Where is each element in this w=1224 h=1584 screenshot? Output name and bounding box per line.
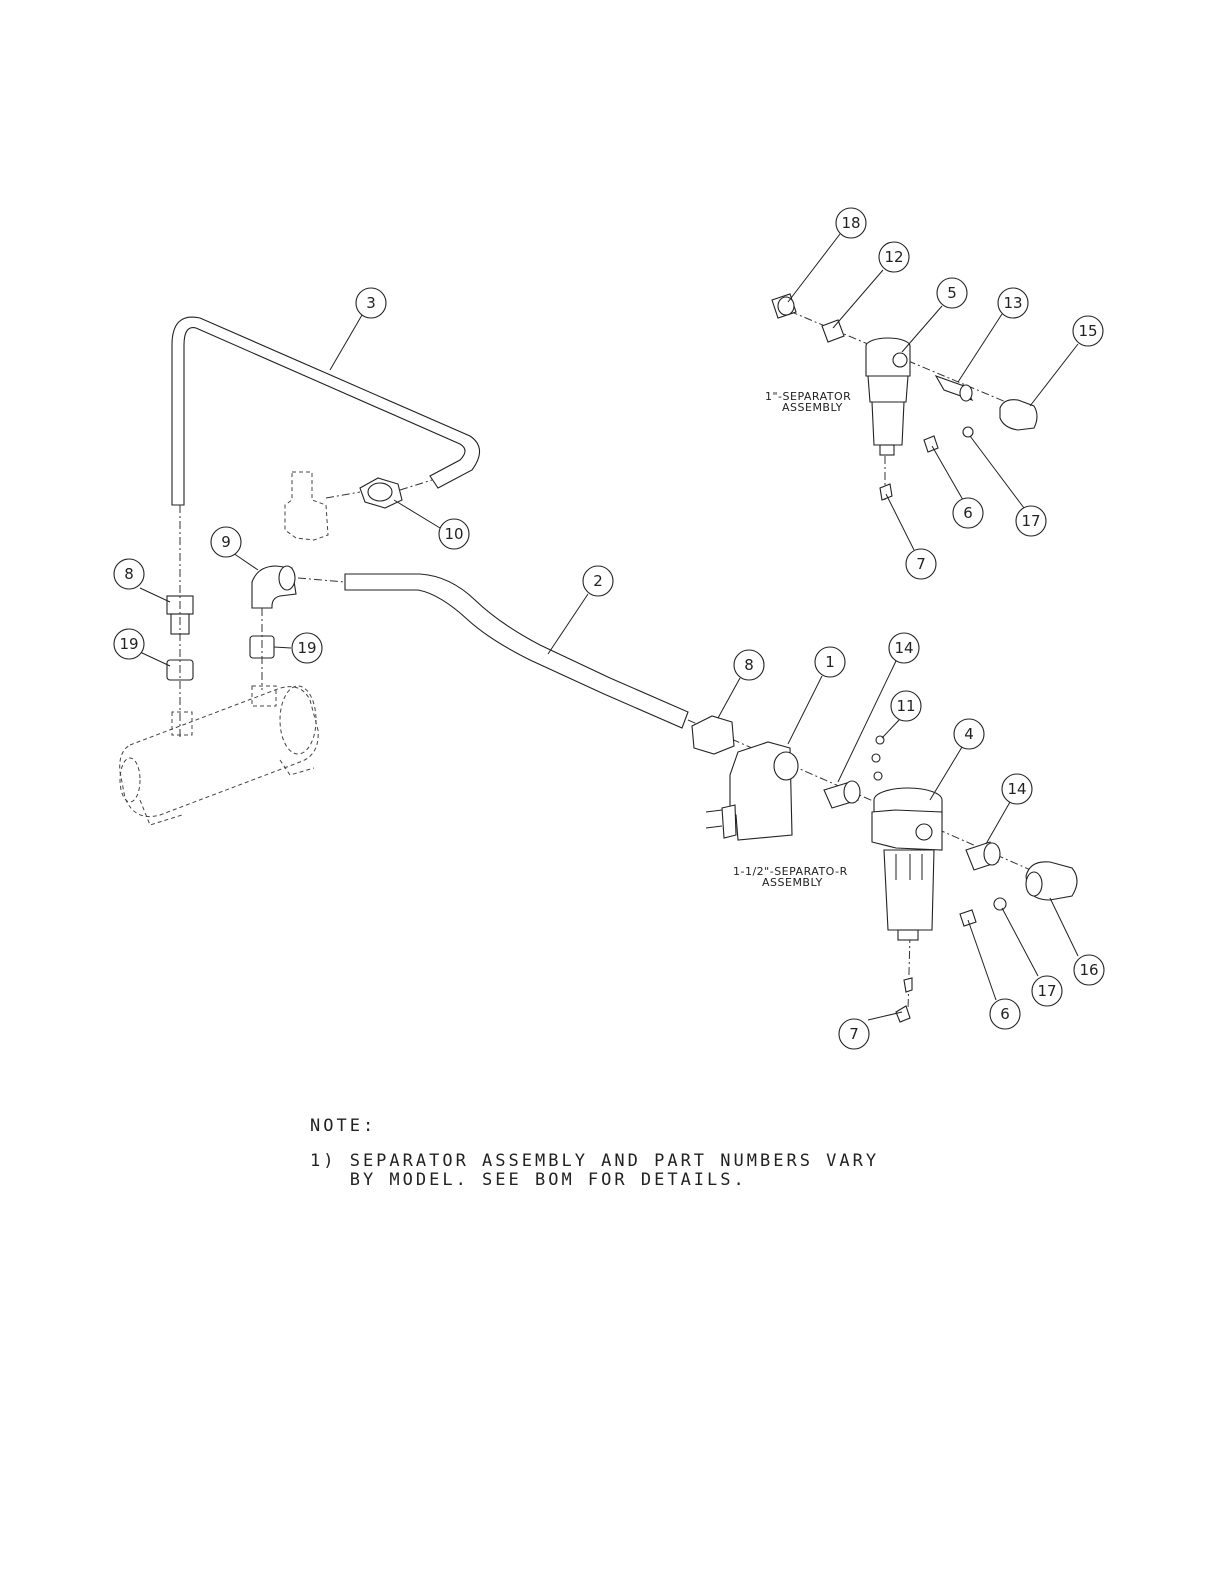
svg-text:16: 16: [1079, 961, 1098, 979]
balloon-8-left: 8: [114, 559, 144, 589]
balloon-10: 10: [439, 519, 469, 549]
plug-17-lower: [994, 898, 1006, 910]
balloon-1: 1: [815, 647, 845, 677]
svg-text:7: 7: [916, 555, 926, 573]
fitting-7-upper: [880, 484, 892, 500]
note-heading: NOTE:: [310, 1116, 376, 1136]
elbow-16: [1026, 862, 1077, 900]
balloon-6-lower: 6: [990, 999, 1020, 1029]
svg-text:10: 10: [444, 525, 463, 543]
svg-text:8: 8: [744, 656, 754, 674]
svg-text:2: 2: [593, 572, 603, 590]
balloon-12: 12: [879, 242, 909, 272]
note-line-1: 1) SEPARATOR ASSEMBLY AND PART NUMBERS V…: [310, 1151, 879, 1171]
svg-text:19: 19: [297, 639, 316, 657]
balloon-19-left: 19: [114, 629, 144, 659]
screws-11: [872, 736, 884, 780]
balloon-7-lower: 7: [839, 1019, 869, 1049]
svg-text:7: 7: [849, 1025, 859, 1043]
plug-17-upper: [963, 427, 973, 437]
svg-text:17: 17: [1021, 512, 1040, 530]
balloon-9: 9: [211, 527, 241, 557]
balloon-11: 11: [891, 691, 921, 721]
elbow-9: [252, 566, 296, 608]
svg-text:18: 18: [841, 214, 860, 232]
balloon-18: 18: [836, 208, 866, 238]
svg-text:12: 12: [884, 248, 903, 266]
svg-text:19: 19: [119, 635, 138, 653]
svg-text:13: 13: [1003, 294, 1022, 312]
hidden-fitting-outline: [285, 472, 328, 540]
nipple-14-left: [824, 781, 860, 808]
balloon-2: 2: [583, 566, 613, 596]
svg-text:6: 6: [963, 504, 973, 522]
separator-small-5: [866, 338, 910, 455]
balloon-13: 13: [998, 288, 1028, 318]
balloon-8-right: 8: [734, 650, 764, 680]
large-assembly-label-line2: ASSEMBLY: [762, 876, 823, 889]
elbow-18: [772, 294, 796, 318]
pipe-2: [345, 574, 688, 728]
separator-large-4: [872, 788, 942, 940]
note-line-2: BY MODEL. SEE BOM FOR DETAILS.: [310, 1170, 747, 1190]
svg-text:4: 4: [964, 725, 974, 743]
svg-text:1: 1: [825, 653, 835, 671]
balloon-14-right: 14: [1002, 774, 1032, 804]
svg-text:17: 17: [1037, 982, 1056, 1000]
svg-text:14: 14: [894, 639, 913, 657]
balloon-7-upper: 7: [906, 549, 936, 579]
fitting-7-lower: [896, 978, 912, 1022]
svg-text:8: 8: [124, 565, 134, 583]
nipple-14-right: [966, 842, 1000, 870]
valve-6-upper: [924, 436, 938, 452]
balloon-4: 4: [954, 719, 984, 749]
svg-text:15: 15: [1078, 322, 1097, 340]
nipple-12: [822, 320, 844, 342]
balloon-3: 3: [356, 288, 386, 318]
balloon-16: 16: [1074, 955, 1104, 985]
balloon-17-lower: 17: [1032, 976, 1062, 1006]
svg-text:14: 14: [1007, 780, 1026, 798]
svg-text:3: 3: [366, 294, 376, 312]
svg-text:6: 6: [1000, 1005, 1010, 1023]
svg-text:5: 5: [947, 284, 957, 302]
balloon-6-upper: 6: [953, 498, 983, 528]
balloon-5: 5: [937, 278, 967, 308]
svg-text:9: 9: [221, 533, 231, 551]
small-assembly-label-line2: ASSEMBLY: [782, 401, 843, 414]
balloon-19-right: 19: [292, 633, 322, 663]
svg-text:11: 11: [896, 697, 915, 715]
balloon-14-left: 14: [889, 633, 919, 663]
balloon-15: 15: [1073, 316, 1103, 346]
valve-6-lower: [960, 910, 976, 926]
pipe-3: [172, 317, 480, 505]
heat-exchanger-outline: [120, 686, 318, 825]
fitting-10: [360, 478, 402, 508]
fitting-8-right: [692, 716, 734, 754]
balloon-17-upper: 17: [1016, 506, 1046, 536]
leader-lines: [140, 234, 1078, 1020]
bracket-1: [706, 742, 798, 840]
